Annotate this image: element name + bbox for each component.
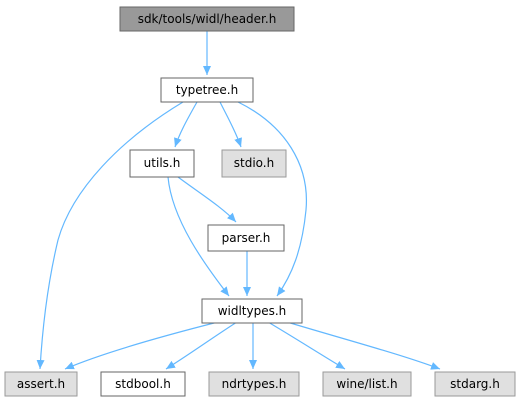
edge-typetree-stdio xyxy=(219,101,242,148)
node-stdarg: stdarg.h xyxy=(434,371,516,397)
node-stdio: stdio.h xyxy=(221,149,287,178)
node-parser[interactable]: parser.h xyxy=(207,224,285,252)
node-widltypes[interactable]: widltypes.h xyxy=(201,298,303,324)
edge-utils-parser xyxy=(177,176,237,223)
node-utils-label: utils.h xyxy=(144,156,181,170)
edge-typetree-widltypes xyxy=(237,101,308,297)
edges-layer xyxy=(36,31,441,370)
edge-widltypes-stdbool xyxy=(165,321,238,370)
node-stdbool[interactable]: stdbool.h xyxy=(100,371,186,397)
edge-typetree-assert xyxy=(36,101,184,370)
node-winelist-label: wine/list.h xyxy=(336,377,397,391)
node-stdbool-label: stdbool.h xyxy=(115,377,171,391)
edge-widltypes-winelist xyxy=(267,321,346,370)
node-ndrtypes-label: ndrtypes.h xyxy=(222,377,287,391)
node-assert-label: assert.h xyxy=(17,377,65,391)
node-utils[interactable]: utils.h xyxy=(129,149,195,178)
node-ndrtypes: ndrtypes.h xyxy=(208,371,300,397)
node-parser-label: parser.h xyxy=(222,231,271,245)
node-assert: assert.h xyxy=(4,371,78,397)
edge-typetree-utils xyxy=(174,101,198,148)
node-stdio-label: stdio.h xyxy=(234,156,274,170)
node-header: sdk/tools/widl/header.h xyxy=(119,6,295,32)
node-typetree-label: typetree.h xyxy=(176,83,238,97)
edge-widltypes-assert xyxy=(64,321,219,370)
nodes-layer: sdk/tools/widl/header.h typetree.h utils… xyxy=(4,6,516,397)
edge-widltypes-stdarg xyxy=(286,321,441,370)
node-header-label: sdk/tools/widl/header.h xyxy=(138,12,277,26)
node-winelist: wine/list.h xyxy=(322,371,412,397)
node-widltypes-label: widltypes.h xyxy=(218,304,287,318)
node-typetree[interactable]: typetree.h xyxy=(160,77,254,103)
node-stdarg-label: stdarg.h xyxy=(450,377,500,391)
edge-utils-widltypes xyxy=(167,176,230,297)
